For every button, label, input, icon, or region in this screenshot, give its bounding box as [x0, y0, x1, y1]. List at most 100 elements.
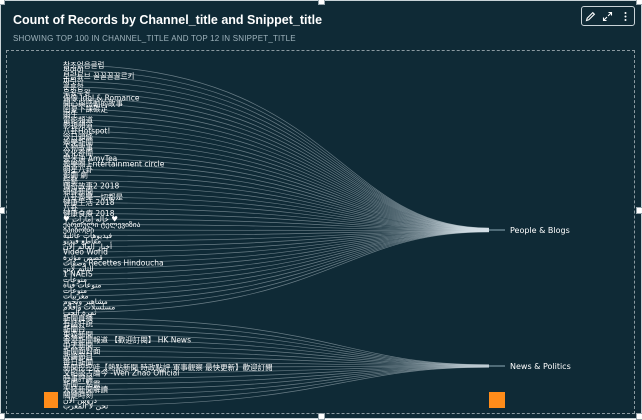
target-node[interactable] [489, 365, 505, 367]
sankey-link[interactable] [62, 231, 490, 313]
sankey-link[interactable] [62, 224, 490, 231]
resize-handle-left[interactable] [0, 207, 5, 214]
source-node-label: 愛米迪 AmyTea [63, 153, 117, 163]
source-node-label: وصفات Recettes Hindoucha [63, 259, 164, 268]
sankey-link[interactable] [62, 213, 490, 231]
sankey-link[interactable] [62, 230, 490, 269]
expand-icon[interactable] [601, 9, 615, 23]
sankey-link[interactable] [62, 334, 490, 366]
source-node-label: 明星八卦 [63, 164, 93, 174]
sankey-link[interactable] [62, 169, 490, 231]
sankey-link[interactable] [62, 230, 490, 264]
resize-handle-right[interactable] [636, 207, 642, 214]
target-node[interactable] [489, 229, 505, 231]
sankey-link[interactable] [62, 158, 490, 230]
sankey-link[interactable] [62, 92, 490, 229]
sankey-link[interactable] [62, 230, 490, 258]
sankey-link[interactable] [62, 70, 490, 229]
sankey-link[interactable] [62, 328, 490, 366]
sankey-link[interactable] [62, 202, 490, 231]
sankey-link[interactable] [62, 323, 490, 366]
pencil-icon[interactable] [584, 9, 598, 23]
sankey-link[interactable] [62, 366, 490, 407]
sankey-link[interactable] [62, 366, 490, 379]
sankey-link[interactable] [62, 185, 490, 231]
source-node-label: 影視頻道 [63, 120, 93, 130]
source-node-label: مسلسلات وأفلام [63, 302, 115, 312]
sankey-link[interactable] [62, 196, 490, 231]
sankey-link[interactable] [62, 130, 490, 230]
sankey-link[interactable] [62, 361, 490, 367]
sankey-link[interactable] [62, 366, 490, 396]
more-vertical-icon[interactable] [618, 9, 632, 23]
sankey-link[interactable] [62, 230, 490, 275]
source-node-label: ♥ خاله إمارات ♥ [63, 215, 118, 224]
source-node-label: 八卦娛樂一切都是 [63, 192, 123, 202]
sankey-link[interactable] [62, 230, 490, 242]
sankey-link[interactable] [62, 231, 490, 302]
source-node-label: مشاهير ونجوم [63, 297, 108, 306]
sankey-link[interactable] [62, 191, 490, 231]
resize-handle-top-right[interactable] [636, 0, 642, 5]
sankey-link[interactable] [62, 231, 490, 280]
source-node-label: 健康食療 2018 [63, 208, 115, 218]
target-node-highlight[interactable] [489, 392, 505, 408]
sankey-link[interactable] [62, 366, 490, 401]
sankey-link[interactable] [62, 231, 490, 308]
sankey-link[interactable] [62, 230, 490, 247]
source-node-label: Video World [63, 248, 108, 257]
sankey-link[interactable] [62, 218, 490, 231]
source-node-label: قصص مؤثرة [63, 253, 103, 262]
sankey-link[interactable] [62, 231, 490, 291]
sankey-link[interactable] [62, 339, 490, 366]
sankey-link[interactable] [62, 180, 490, 231]
source-node-label: 中天新聞 [63, 340, 93, 350]
source-node-label: 阿夏下課碳足 [63, 104, 108, 114]
sankey-link[interactable] [62, 114, 490, 230]
sankey-link[interactable] [62, 141, 490, 230]
source-node-highlight[interactable] [44, 392, 58, 408]
sankey-link[interactable] [62, 152, 490, 230]
sankey-link[interactable] [62, 366, 490, 385]
sankey-link[interactable] [62, 81, 490, 229]
sankey-link[interactable] [62, 174, 490, 231]
source-node-label: 八卦Hotspot! [63, 126, 110, 136]
sankey-link[interactable] [62, 230, 490, 236]
source-node-label: 짜릿한 [63, 76, 84, 86]
sankey-link[interactable] [62, 365, 490, 374]
sankey-link[interactable] [62, 119, 490, 230]
resize-handle-top[interactable] [318, 0, 325, 5]
sankey-link[interactable] [62, 350, 490, 367]
source-node-label: 新聞台 [63, 324, 86, 334]
sankey-link[interactable] [62, 231, 490, 297]
sankey-link[interactable] [62, 229, 490, 231]
source-node-label: 雨生 [63, 109, 78, 119]
sankey-link[interactable] [62, 136, 490, 230]
source-node-label: 1 NAEIS [63, 270, 93, 279]
sankey-link[interactable] [62, 317, 490, 366]
sankey-link[interactable] [62, 356, 490, 367]
sankey-link[interactable] [62, 75, 490, 229]
sankey-link[interactable] [62, 163, 490, 230]
resize-handle-top-left[interactable] [0, 0, 5, 5]
sankey-link[interactable] [62, 103, 490, 230]
sankey-link[interactable] [62, 345, 490, 366]
sankey-link[interactable] [62, 125, 490, 230]
sankey-link[interactable] [62, 64, 490, 229]
target-node-label: People & Blogs [510, 226, 570, 235]
source-node-label: 文昭談古論今 -Wen Zhao Official [63, 368, 179, 378]
sankey-link[interactable] [62, 231, 490, 286]
sankey-link[interactable] [62, 86, 490, 229]
sankey-link[interactable] [62, 207, 490, 231]
chart-area-border [6, 50, 635, 414]
sankey-link[interactable] [62, 147, 490, 230]
source-node-label: 新聞一點靈 [63, 379, 101, 389]
sankey-link[interactable] [62, 365, 490, 368]
sankey-link[interactable] [62, 366, 490, 390]
sankey-link[interactable] [62, 230, 490, 253]
source-node-label: 開心與感動的故事 [63, 98, 123, 108]
sankey-link[interactable] [62, 97, 490, 229]
sankey-link[interactable] [62, 108, 490, 230]
